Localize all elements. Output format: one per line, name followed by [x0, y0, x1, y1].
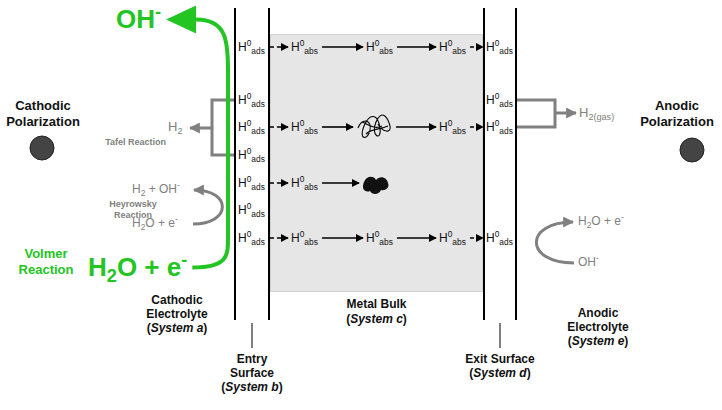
polarization-dot	[30, 136, 54, 160]
species-label: H0ads	[486, 229, 513, 247]
species-label: H0ads	[238, 118, 265, 136]
text-label: H2O + e-	[578, 214, 624, 228]
recombination-bracket	[517, 100, 576, 127]
species-label: H0abs	[439, 229, 466, 247]
species-label: H0abs	[439, 38, 466, 56]
text-label: Cathodic Polarization	[0, 98, 86, 130]
text-label: Cathodic Electrolyte (System a)	[137, 293, 217, 335]
text-label: Entry Surface (System b)	[217, 352, 287, 394]
species-label: H0ads	[238, 201, 265, 219]
text-label: Anodic Polarization	[636, 98, 718, 130]
species-label: H0ads	[486, 38, 513, 56]
volmer-arrowhead	[166, 6, 196, 34]
species-label: H0ads	[486, 91, 513, 109]
leader-lines	[252, 323, 500, 348]
metal-bulk-region: Metal Bulk (System c)	[270, 34, 483, 292]
text-label: Exit Surface (System d)	[465, 352, 535, 380]
text-label: H2	[168, 119, 182, 135]
text-label: Anodic Electrolyte (System e)	[555, 306, 641, 348]
text-label: H2O + e-	[88, 252, 187, 283]
volmer-arrow	[192, 20, 228, 268]
text-label: OH-	[116, 4, 161, 35]
text-label: H2 + OH-	[132, 182, 180, 196]
species-label: H0abs	[439, 118, 466, 136]
oxidation-curve	[536, 222, 574, 263]
species-label: H0ads	[238, 38, 265, 56]
text-label: H2(gas)	[579, 105, 614, 121]
species-label: H0ads	[238, 91, 265, 109]
text-label: Volmer Reaction	[6, 246, 86, 278]
dislocation-trap	[358, 115, 390, 137]
species-label: H0abs	[291, 174, 318, 192]
inclusion-trap	[363, 177, 388, 194]
species-label: H0abs	[291, 118, 318, 136]
species-label: H0ads	[238, 174, 265, 192]
species-label: H0ads	[238, 229, 265, 247]
text-label: H2O + e-	[132, 216, 178, 230]
species-label: H0abs	[291, 229, 318, 247]
region-heading: Metal Bulk (System c)	[329, 297, 425, 327]
polarization-dot	[680, 138, 704, 162]
species-label: H0abs	[291, 38, 318, 56]
surface-lines	[235, 8, 516, 320]
species-label: H0ads	[486, 118, 513, 136]
heyrowsky-curve	[193, 190, 222, 224]
text-label: OH-	[578, 255, 599, 269]
species-label: H0abs	[366, 38, 393, 56]
text-label: Tafel Reaction	[96, 137, 166, 148]
diffusion-arrows	[270, 47, 483, 238]
species-label: H0abs	[366, 229, 393, 247]
species-label: H0ads	[238, 146, 265, 164]
